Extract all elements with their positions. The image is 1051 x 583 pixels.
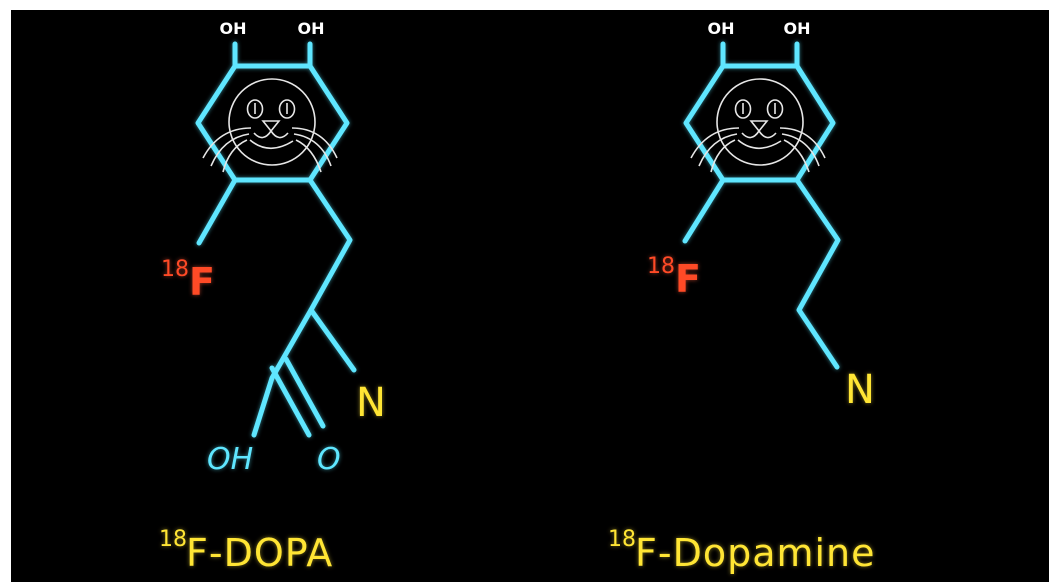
caption-dopa: 18 F-DOPA bbox=[159, 527, 333, 575]
amine-label: N bbox=[845, 367, 875, 413]
molecule-dopa: OH OH bbox=[159, 19, 386, 575]
side-chain bbox=[251, 177, 353, 438]
slide: OH OH bbox=[11, 10, 1049, 582]
amine-label: N bbox=[356, 380, 386, 426]
molecule-diagram: OH OH bbox=[159, 19, 876, 575]
hydroxyl-right-label: OH bbox=[298, 19, 325, 38]
fluorine-symbol: F bbox=[189, 260, 215, 304]
carbonyl-bond-2 bbox=[283, 356, 326, 429]
molecule-dopamine: OH OH bbox=[608, 19, 876, 575]
caption-dopamine-isotope: 18 bbox=[608, 527, 636, 552]
fluorine-bond bbox=[196, 177, 238, 246]
caption-dopamine: 18 F-Dopamine bbox=[608, 527, 876, 575]
carboxyl-o-label: O bbox=[317, 442, 341, 477]
carboxyl-oh-label: OH bbox=[207, 442, 253, 477]
caption-dopa-isotope: 18 bbox=[159, 527, 187, 552]
fluorine-isotope: 18 bbox=[647, 254, 675, 279]
fluorine-label: 18 F bbox=[647, 254, 701, 301]
dopamine-bonds bbox=[682, 41, 841, 370]
cat-face-icon bbox=[690, 78, 826, 173]
fluorine-bond bbox=[682, 177, 726, 244]
caption-dopamine-text: F-Dopamine bbox=[635, 531, 876, 575]
fluorine-isotope: 18 bbox=[161, 257, 189, 282]
amine-bond bbox=[308, 307, 357, 373]
dopa-bonds bbox=[195, 41, 357, 438]
fluorine-label: 18 F bbox=[161, 257, 215, 304]
hydroxyl-right-label: OH bbox=[784, 19, 811, 38]
benzene-ring bbox=[683, 63, 836, 183]
hydroxyl-left-label: OH bbox=[708, 19, 735, 38]
hydroxyl-left-label: OH bbox=[220, 19, 247, 38]
carbonyl-bond-1 bbox=[269, 365, 312, 438]
cat-face-icon bbox=[202, 78, 338, 173]
fluorine-symbol: F bbox=[675, 257, 701, 301]
side-chain bbox=[794, 177, 841, 370]
benzene-ring bbox=[195, 63, 350, 183]
caption-dopa-text: F-DOPA bbox=[186, 531, 333, 575]
